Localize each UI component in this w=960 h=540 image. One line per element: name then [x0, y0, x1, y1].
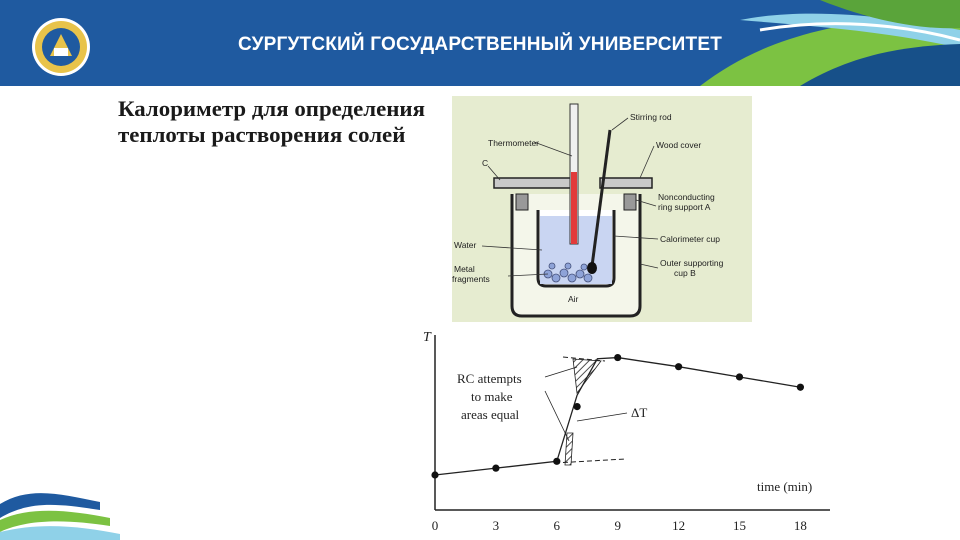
annotation-line-1: RC attempts	[457, 371, 522, 386]
wave-white	[759, 22, 960, 42]
university-seal-logo	[32, 18, 90, 76]
stirrer-blade	[587, 262, 597, 274]
label-outer-cup-1: Outer supporting	[660, 258, 724, 268]
ring-support-right	[623, 193, 637, 211]
metal-fragments	[543, 262, 593, 283]
extrapolation-upper	[562, 356, 606, 362]
x-tick-labels: 0 3 6 9 12 15 18	[432, 518, 807, 533]
slide-title-line-2: теплоты растворения солей	[118, 122, 406, 147]
label-thermometer: Thermometer	[488, 138, 539, 148]
label-wood-cover: Wood cover	[656, 140, 701, 150]
delta-t-label: ΔT	[631, 405, 647, 420]
temperature-time-graph: T time (min) 0 3 6 9 12 15 18 RC attempts to m…	[423, 330, 830, 533]
calorimeter-diagram: Stirring rod Thermometer Wood cover C No…	[452, 96, 752, 322]
leader-lines	[481, 117, 659, 277]
x-tick-9: 9	[614, 518, 621, 533]
extrapolation-lower	[554, 458, 626, 464]
x-tick-12: 12	[672, 518, 685, 533]
data-point	[735, 373, 744, 381]
data-point	[553, 457, 561, 465]
slide-title: Калориметр для определения теплоты раств…	[118, 96, 461, 148]
annotation-text: RC attempts to make areas equal	[457, 371, 522, 422]
x-tick-6: 6	[554, 518, 561, 533]
label-air: Air	[568, 294, 579, 304]
data-point	[492, 464, 500, 472]
wave-green-2	[820, 0, 960, 29]
x-axis-label: time (min)	[757, 479, 812, 494]
slide-title-line-1: Калориметр для определения	[118, 96, 425, 121]
hatched-area-upper	[572, 358, 602, 395]
university-name: СУРГУТСКИЙ ГОСУДАРСТВЕННЫЙ УНИВЕРСИТЕТ	[237, 34, 723, 55]
label-ring-support-1: Nonconducting	[658, 192, 715, 202]
header-wave-decoration	[700, 0, 960, 86]
label-metal-1: Metal	[454, 264, 475, 274]
x-tick-15: 15	[733, 518, 746, 533]
label-outer-cup-2: cup B	[674, 268, 696, 278]
data-point	[614, 353, 622, 362]
data-point	[796, 383, 804, 391]
label-water: Water	[454, 240, 477, 250]
label-metal-2: fragments	[452, 274, 490, 284]
wood-cover-right	[599, 177, 653, 189]
x-tick-0: 0	[432, 518, 439, 533]
wave-dark	[800, 44, 960, 86]
label-calorimeter-cup: Calorimeter cup	[660, 234, 720, 244]
annotation-arrow-1	[544, 366, 578, 378]
data-point	[573, 403, 581, 411]
temperature-curve	[434, 356, 801, 476]
calorimeter-labels: Stirring rod Thermometer Wood cover C No…	[452, 112, 724, 304]
y-axis-label: T	[423, 330, 432, 345]
annotation-line-2: to make	[471, 389, 513, 404]
label-stirring-rod: Stirring rod	[630, 112, 672, 122]
header-bar: СУРГУТСКИЙ ГОСУДАРСТВЕННЫЙ УНИВЕРСИТЕТ	[0, 0, 960, 86]
thermometer-mercury	[571, 172, 577, 244]
x-tick-18: 18	[794, 518, 807, 533]
delta-t-leader	[576, 412, 628, 422]
stirring-rod	[590, 129, 612, 267]
label-ring-support-2: ring support A	[658, 202, 711, 212]
data-point	[675, 363, 683, 371]
wood-cover-left	[493, 177, 575, 189]
label-c: C	[482, 158, 488, 168]
corner-wave-decoration	[0, 493, 120, 540]
data-series	[431, 353, 804, 479]
ring-support-left	[515, 193, 529, 211]
hatched-area-lower	[564, 432, 574, 466]
x-tick-3: 3	[493, 518, 500, 533]
annotation-line-3: areas equal	[461, 407, 519, 422]
data-point	[431, 471, 439, 479]
